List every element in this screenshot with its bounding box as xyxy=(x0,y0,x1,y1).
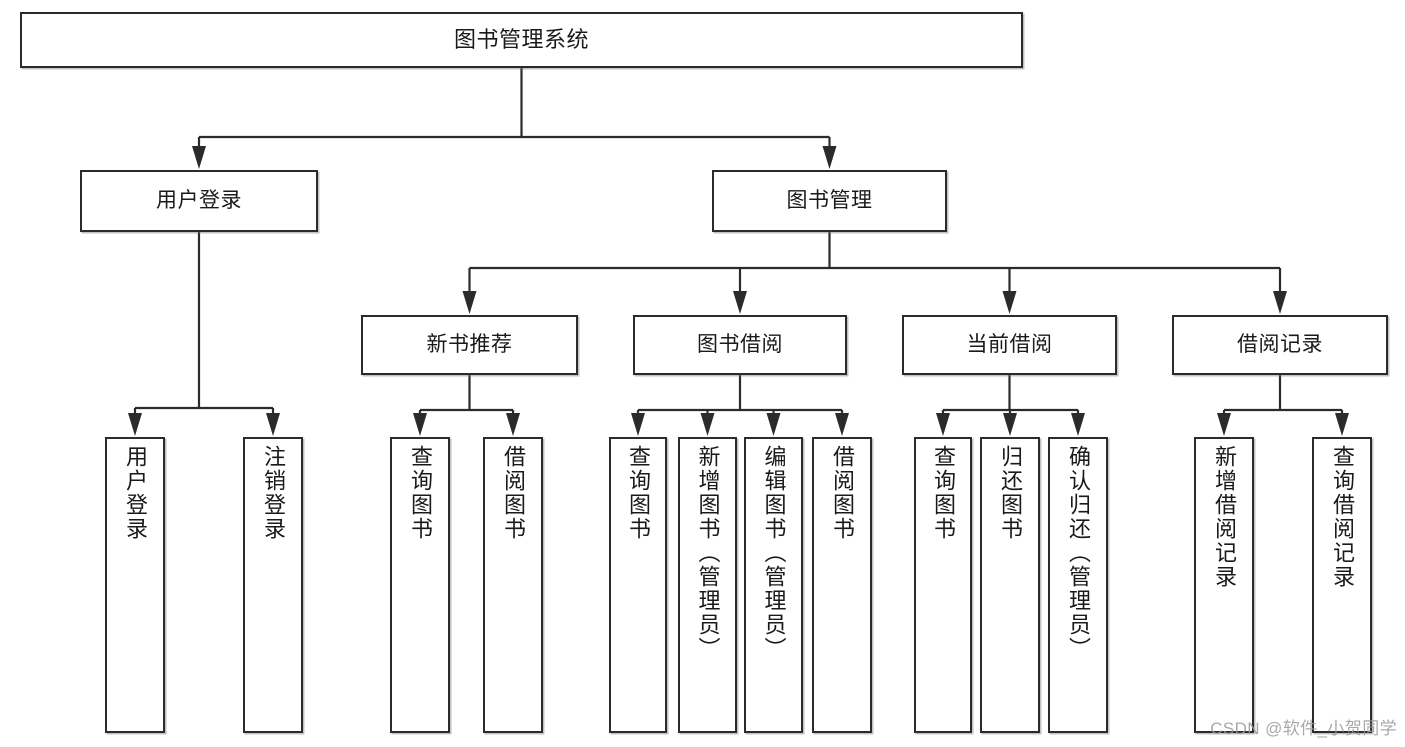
arrowhead-icon xyxy=(1335,413,1349,436)
connector-group-borrow-record-children xyxy=(1217,375,1349,436)
connector-group-root-children xyxy=(192,68,837,169)
node-leaf-cb-query[interactable]: 查询图书 xyxy=(914,437,972,733)
arrowhead-icon xyxy=(1071,413,1085,436)
node-leaf-rec-query[interactable]: 查询图书 xyxy=(390,437,450,733)
node-leaf-bb-borrow[interactable]: 借阅图书 xyxy=(812,437,872,733)
connector-group-book-manage-children xyxy=(462,232,1287,314)
arrowhead-icon xyxy=(266,413,280,436)
node-leaf-bb-edit[interactable]: 编辑图书（管理员） xyxy=(744,437,803,733)
arrowhead-icon xyxy=(506,413,520,436)
node-label: 借阅图书 xyxy=(830,445,855,541)
arrowhead-icon xyxy=(766,413,781,436)
node-leaf-cb-return[interactable]: 归还图书 xyxy=(980,437,1040,733)
node-leaf-br-add[interactable]: 新增借阅记录 xyxy=(1194,437,1254,733)
arrowhead-icon xyxy=(733,291,747,314)
arrowhead-icon xyxy=(1217,413,1231,436)
node-label: 编辑图书（管理员） xyxy=(761,445,787,661)
node-label: 用户登录 xyxy=(156,188,242,212)
node-leaf-bb-add[interactable]: 新增图书（管理员） xyxy=(678,437,737,733)
node-label: 用户登录 xyxy=(123,445,148,541)
connector-group-current-borrow-children xyxy=(936,375,1085,436)
node-label: 新增借阅记录 xyxy=(1212,445,1237,589)
node-label: 借阅记录 xyxy=(1237,332,1323,356)
node-label: 查询图书 xyxy=(408,445,433,541)
node-label: 归还图书 xyxy=(998,445,1023,541)
watermark: CSDN @软件_小贺同学 xyxy=(1210,719,1397,738)
node-borrow-record[interactable]: 借阅记录 xyxy=(1172,315,1388,375)
node-book-borrow[interactable]: 图书借阅 xyxy=(633,315,847,375)
node-label: 查询图书 xyxy=(931,445,956,541)
arrowhead-icon xyxy=(1273,291,1287,314)
arrowhead-icon xyxy=(631,413,645,436)
node-leaf-br-query[interactable]: 查询借阅记录 xyxy=(1312,437,1372,733)
node-label: 查询借阅记录 xyxy=(1330,445,1355,589)
arrowhead-icon xyxy=(822,146,837,169)
node-label: 新书推荐 xyxy=(426,332,513,356)
node-leaf-user-login[interactable]: 用户登录 xyxy=(105,437,165,733)
arrowhead-icon xyxy=(835,413,849,436)
node-leaf-logout[interactable]: 注销登录 xyxy=(243,437,303,733)
node-label: 图书管理系统 xyxy=(453,27,589,53)
arrowhead-icon xyxy=(192,146,206,169)
arrowhead-icon xyxy=(1003,413,1017,436)
node-leaf-rec-borrow[interactable]: 借阅图书 xyxy=(483,437,543,733)
node-user-login[interactable]: 用户登录 xyxy=(80,170,318,232)
node-label: 当前借阅 xyxy=(966,332,1053,356)
node-leaf-cb-confirm[interactable]: 确认归还（管理员） xyxy=(1048,437,1108,733)
arrowhead-icon xyxy=(700,413,715,436)
node-label: 新增图书（管理员） xyxy=(695,445,721,661)
node-root[interactable]: 图书管理系统 xyxy=(20,12,1023,68)
node-leaf-bb-query[interactable]: 查询图书 xyxy=(609,437,667,733)
arrowhead-icon xyxy=(413,413,427,436)
arrowhead-icon xyxy=(462,291,477,314)
node-label: 图书借阅 xyxy=(697,332,783,356)
node-label: 图书管理 xyxy=(786,188,873,212)
connector-group-new-book-children xyxy=(413,375,520,436)
arrowhead-icon xyxy=(936,413,950,436)
arrowhead-icon xyxy=(128,413,142,436)
arrowhead-icon xyxy=(1002,291,1017,314)
node-book-manage[interactable]: 图书管理 xyxy=(712,170,947,232)
connector-group-book-borrow-children xyxy=(631,375,849,436)
node-label: 借阅图书 xyxy=(501,445,526,541)
node-current-borrow[interactable]: 当前借阅 xyxy=(902,315,1117,375)
node-new-book-rec[interactable]: 新书推荐 xyxy=(361,315,578,375)
node-label: 确认归还（管理员） xyxy=(1066,445,1091,661)
connector-group-user-login-children xyxy=(128,232,280,436)
node-label: 注销登录 xyxy=(261,445,286,541)
node-label: 查询图书 xyxy=(626,445,651,541)
